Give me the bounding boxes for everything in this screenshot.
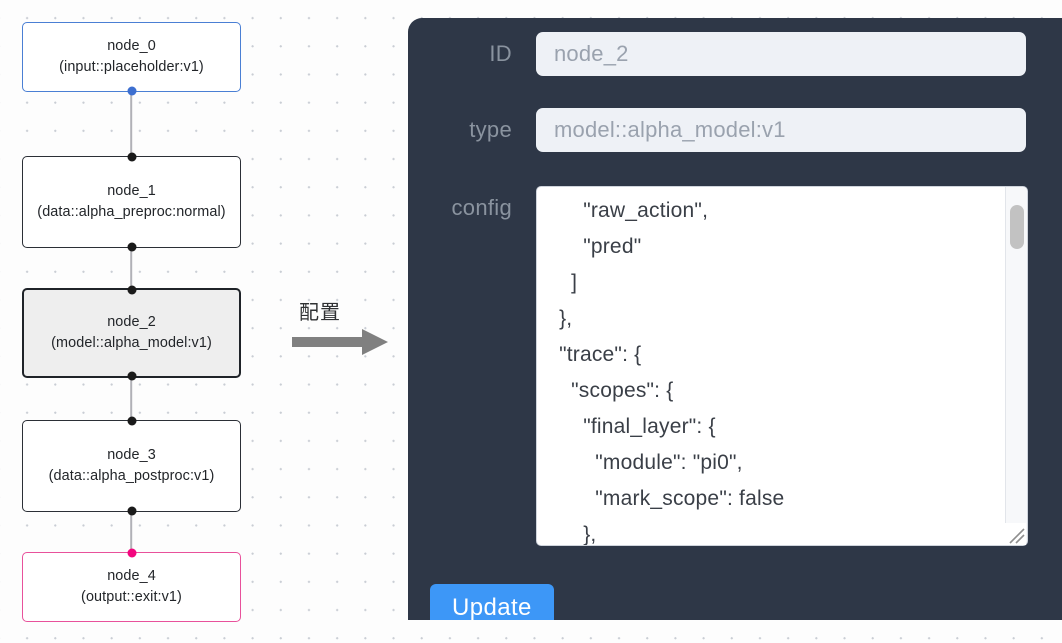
graph-node-label: node_2(model::alpha_model:v1) <box>51 313 212 352</box>
node-handle-output[interactable] <box>127 86 136 96</box>
node-config-panel: ID node_2 type model::alpha_model:v1 con… <box>408 18 1062 620</box>
graph-node-node_4[interactable]: node_4(output::exit:v1) <box>22 548 241 622</box>
graph-node-label: node_3(data::alpha_postproc:v1) <box>48 446 215 485</box>
update-button[interactable]: Update <box>430 584 554 620</box>
config-textarea[interactable]: "raw_action", "pred" ] }, "trace": { "sc… <box>536 186 1028 546</box>
form-row-type: type model::alpha_model:v1 <box>424 108 1026 152</box>
graph-node-label: node_0(input::placeholder:v1) <box>59 37 204 76</box>
form-row-id: ID node_2 <box>424 32 1026 76</box>
node-handle-input[interactable] <box>127 416 136 426</box>
scrollbar-thumb[interactable] <box>1010 205 1024 249</box>
annotation-label: 配置 <box>299 300 341 324</box>
right-arrow-icon <box>292 329 388 355</box>
node-handle-input[interactable] <box>127 548 136 558</box>
edge-node1-node2 <box>130 248 132 288</box>
node-handle-input[interactable] <box>127 152 136 162</box>
edge-node2-node3 <box>130 378 132 420</box>
id-field-label: ID <box>489 41 512 66</box>
graph-node-label: node_1(data::alpha_preproc:normal) <box>37 182 226 221</box>
id-input[interactable]: node_2 <box>536 32 1026 76</box>
vertical-scrollbar[interactable] <box>1005 187 1027 545</box>
node-handle-output[interactable] <box>127 242 136 252</box>
edge-node3-node4 <box>130 512 132 552</box>
type-input[interactable]: model::alpha_model:v1 <box>536 108 1026 152</box>
node-handle-input[interactable] <box>127 285 136 295</box>
config-editor-wrap: "raw_action", "pred" ] }, "trace": { "sc… <box>536 186 1028 546</box>
config-field-label: config <box>451 195 512 220</box>
edge-node0-node1 <box>130 92 132 156</box>
node-handle-output[interactable] <box>127 371 136 381</box>
annotation-group: 配置 <box>292 296 396 358</box>
graph-node-node_3[interactable]: node_3(data::alpha_postproc:v1) <box>22 416 241 516</box>
node-handle-output[interactable] <box>127 506 136 516</box>
graph-node-node_1[interactable]: node_1(data::alpha_preproc:normal) <box>22 152 241 252</box>
type-field-label: type <box>469 117 512 142</box>
graph-node-node_0[interactable]: node_0(input::placeholder:v1) <box>22 22 241 96</box>
graph-node-label: node_4(output::exit:v1) <box>81 567 182 606</box>
graph-node-node_2[interactable]: node_2(model::alpha_model:v1) <box>22 285 241 381</box>
resize-grip-icon[interactable] <box>1004 523 1026 545</box>
form-row-config: config "raw_action", "pred" ] }, "trace"… <box>424 186 1028 546</box>
